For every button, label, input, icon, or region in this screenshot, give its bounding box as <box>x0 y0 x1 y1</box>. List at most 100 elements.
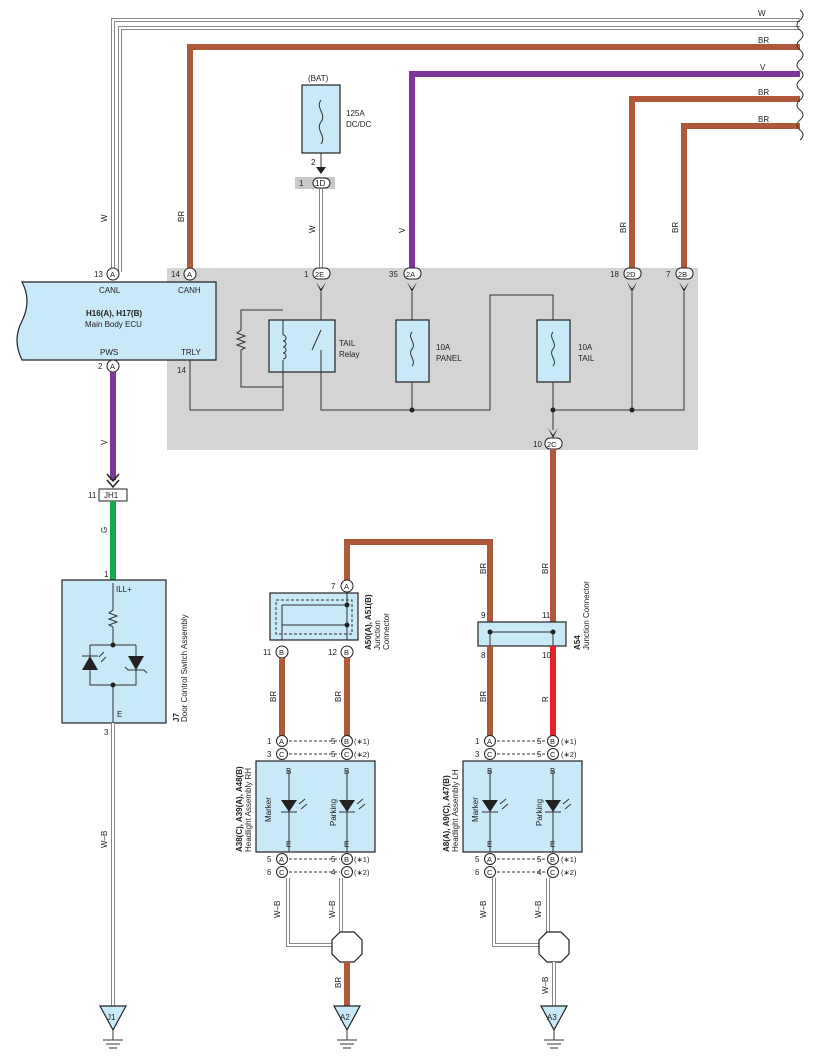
battery-fuse <box>295 84 341 268</box>
lh-bot-row2-left-conn: C <box>487 868 493 877</box>
rh-top-row2-left-conn: C <box>279 750 285 759</box>
rh-top-row1-right-conn: B <box>344 737 349 746</box>
wire-label-jh1-down: G <box>100 527 109 533</box>
wire-label-a54-9: BR <box>479 563 488 574</box>
jb-fuse1-rating: 10A <box>436 343 451 352</box>
wire-label-canh: BR <box>177 211 186 222</box>
rh-name: Headlight Assembly RH <box>244 768 253 852</box>
wire-label-bat: W <box>308 225 317 233</box>
junction-block <box>167 268 698 450</box>
jb-fuse2-name: TAIL <box>578 354 595 363</box>
wire-label-top-br3: BR <box>758 115 769 124</box>
rh-top-row1-left-pin: 1 <box>267 737 272 746</box>
lh-b-left: B <box>487 767 492 776</box>
rh-bot-row2-left-conn: C <box>279 868 285 877</box>
lh-e-left: E <box>487 840 492 849</box>
rh-top-row2-right-num: 5 <box>331 750 336 759</box>
wire-label-top-v: V <box>760 63 766 72</box>
a54-junction-connector <box>344 449 567 736</box>
jb-2d-pin: 18 <box>610 270 619 279</box>
ecu-canh-label: CANH <box>178 286 201 295</box>
wire-label-rh-gnd: BR <box>334 977 343 988</box>
wire-label-rh-wb2: W–B <box>328 901 337 918</box>
a50-ref: A50(A), A51(B) <box>364 594 373 650</box>
lh-top-row1-note: (∗1) <box>561 737 577 746</box>
rh-bot-row1-left-pin: 5 <box>267 855 272 864</box>
ecu-pws-pin: 2 <box>98 362 103 371</box>
a54-pin-br: 10 <box>542 651 551 660</box>
lh-bot-row1-left-conn: A <box>487 855 492 864</box>
rh-b-left: B <box>286 767 291 776</box>
rh-top-row1-right-num: 5 <box>331 737 336 746</box>
jb-2c-conn: 2C <box>547 440 557 449</box>
ecu-ref: H16(A), H17(B) <box>86 309 142 318</box>
rh-bot-row1-right-num: 5 <box>331 855 336 864</box>
ecu-pws-label: PWS <box>100 348 118 357</box>
ecu-canh-pin: 14 <box>171 270 180 279</box>
junction-block-internals <box>189 267 694 450</box>
ecu-trly-pin: 14 <box>177 366 186 375</box>
ground-a2-label: A2 <box>340 1013 350 1022</box>
battery-connector-pin: 1 <box>299 179 304 188</box>
headlight-rh <box>255 735 376 1006</box>
lh-top-row1-left-pin: 1 <box>475 737 480 746</box>
rh-top-row1-left-conn: A <box>279 737 284 746</box>
wire-label-lh-wb2: W–B <box>534 901 543 918</box>
battery-label: (BAT) <box>308 74 329 83</box>
battery-fuse-name: DC/DC <box>346 120 372 129</box>
wire-label-a54-11: BR <box>541 563 550 574</box>
a50-pin-br: 12 <box>328 648 337 657</box>
rh-parking: Parking <box>329 799 338 826</box>
wire-label-tail-18: BR <box>619 222 628 233</box>
ecu-canl-label: CANL <box>99 286 121 295</box>
rh-bot-row1-left-conn: A <box>279 855 284 864</box>
door-switch-label-bottom: E <box>117 710 122 719</box>
a50-pin-bl: 11 <box>263 648 272 657</box>
jb-fuse2-rating: 10A <box>578 343 593 352</box>
wire-label-pws: V <box>100 439 109 445</box>
door-switch-pin-top: 1 <box>104 570 109 579</box>
lh-marker: Marker <box>471 797 480 822</box>
battery-pin-num: 2 <box>311 158 316 167</box>
wire-label-lh-wb1: W–B <box>479 901 488 918</box>
a54-pin-tl: 9 <box>481 611 486 620</box>
jb-fuse1-name: PANEL <box>436 354 462 363</box>
ground-a3-label: A3 <box>547 1013 557 1022</box>
lh-top-row2-right-conn: C <box>550 750 556 759</box>
jb-2a-conn: 2A <box>406 270 415 279</box>
lh-name: Headlight Assembly LH <box>451 769 460 852</box>
wire-label-top-br1: BR <box>758 36 769 45</box>
rh-bot-row2-right-conn: C <box>344 868 350 877</box>
lh-bot-row1-left-pin: 5 <box>475 855 480 864</box>
door-switch-name: Door Control Switch Assembly <box>180 614 189 722</box>
ecu-canl-conn: A <box>110 270 115 279</box>
ecu-canl-pin: 13 <box>94 270 103 279</box>
wire-label-top-w: W <box>758 9 766 18</box>
ground-j1-label: J1 <box>107 1013 116 1022</box>
wire-label-a50-11: BR <box>269 691 278 702</box>
lh-top-row2-right-num: 5 <box>537 750 542 759</box>
rh-bot-row1-note: (∗1) <box>354 855 370 864</box>
main-body-ecu <box>16 267 217 373</box>
a50-conn-br: B <box>344 648 349 657</box>
lh-top-row1-left-conn: A <box>487 737 492 746</box>
jb-2e-conn: 2E <box>315 270 324 279</box>
wire-label-canl: W <box>100 214 109 222</box>
jb-2b-pin: 7 <box>666 270 671 279</box>
jb-relay-sub: Relay <box>339 350 359 359</box>
lh-bot-row1-right-num: 5 <box>537 855 542 864</box>
wire-label-j7-down: W–B <box>100 831 109 848</box>
rh-top-row1-note: (∗1) <box>354 737 370 746</box>
jb-2e-pin: 1 <box>304 270 309 279</box>
wire-label-lh-gnd: W–B <box>541 977 550 994</box>
ecu-canh-conn: A <box>187 270 192 279</box>
lh-bot-row2-note: (∗2) <box>561 868 577 877</box>
wire-label-tail-7: BR <box>671 222 680 233</box>
a54-pin-tr: 11 <box>542 611 551 620</box>
lh-top-row2-left-pin: 3 <box>475 750 480 759</box>
lh-top-row2-left-conn: C <box>487 750 493 759</box>
battery-connector: 1D <box>315 179 325 188</box>
rh-top-row2-right-conn: C <box>344 750 350 759</box>
rh-bot-row2-right-num: 4 <box>331 868 336 877</box>
